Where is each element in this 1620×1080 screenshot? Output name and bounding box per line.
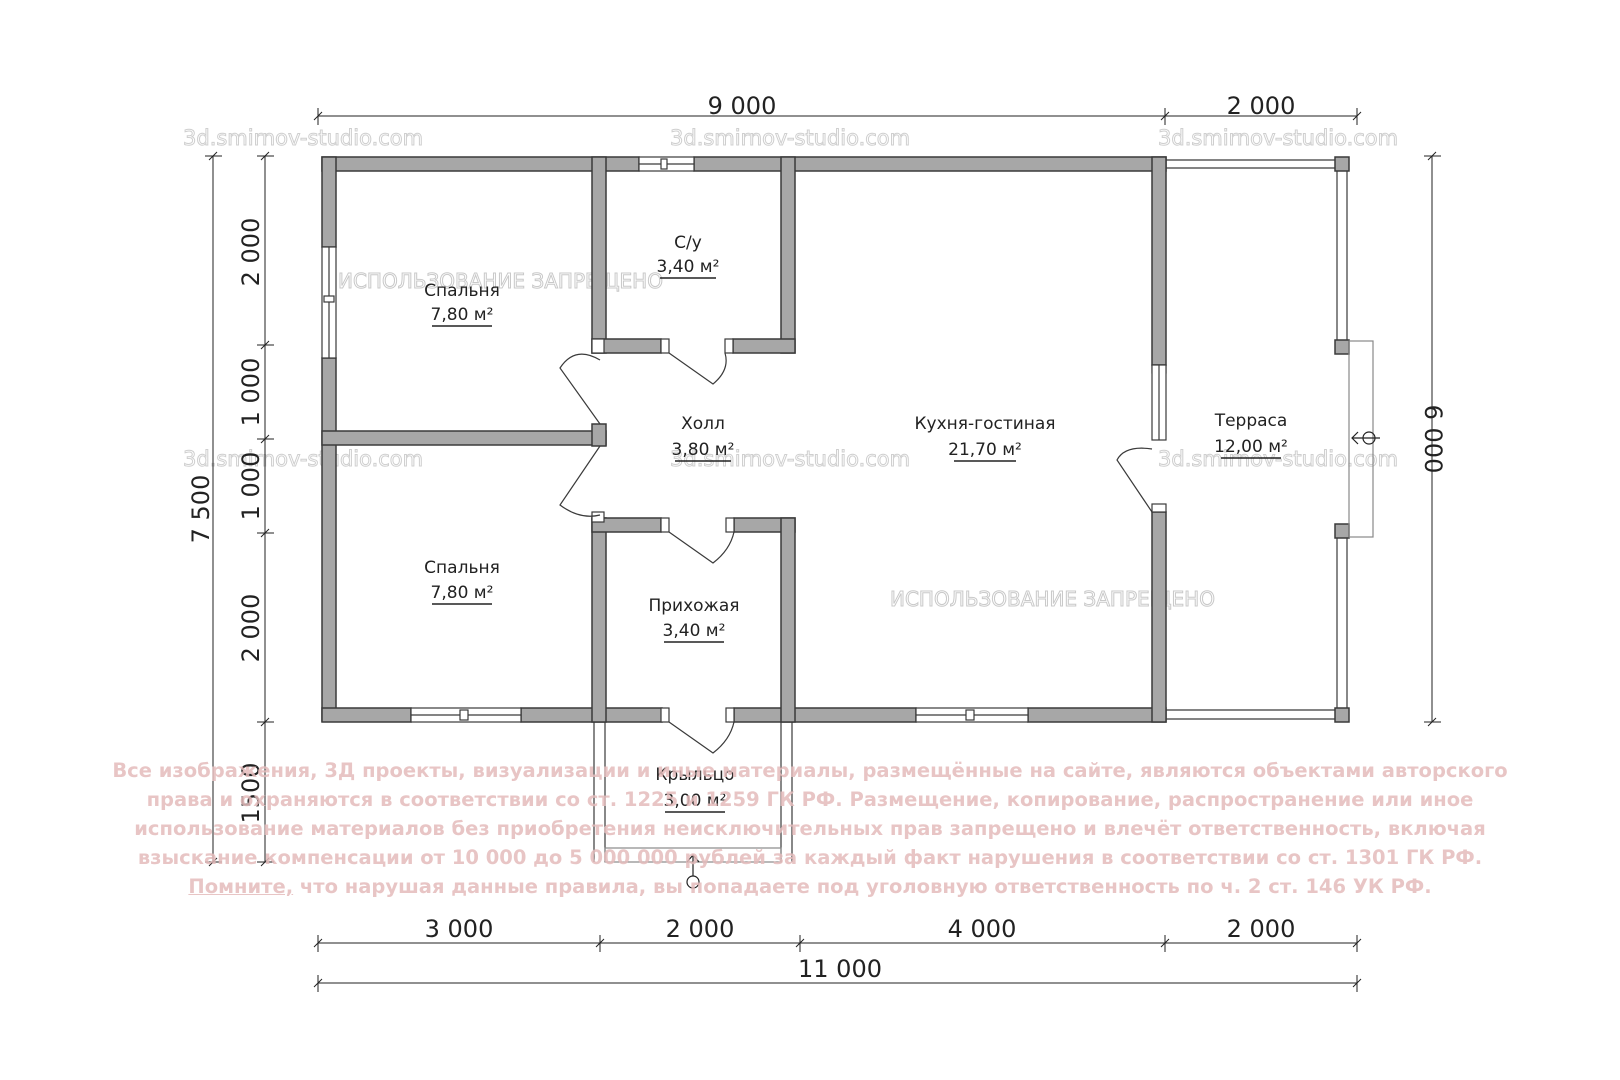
- room-name: Терраса: [1214, 411, 1288, 431]
- site-watermark: 3d.smirnov-studio.com: [670, 126, 910, 150]
- copyright-line: Все изображения, 3Д проекты, визуализаци…: [112, 759, 1508, 782]
- dimension-label: 11 000: [798, 955, 882, 983]
- doors: [559, 352, 1153, 754]
- dimension-label: 2 000: [237, 218, 265, 287]
- dimension-label: 9 000: [708, 92, 777, 120]
- room-name: Холл: [681, 414, 725, 434]
- copyright-line: права и охраняются в соответствии со ст.…: [146, 788, 1474, 811]
- dimension-label: 1500: [237, 762, 265, 823]
- dimension-label: 2 000: [1227, 92, 1296, 120]
- room-area: 12,00 м²: [1214, 437, 1288, 457]
- room-area: 3,80 м²: [672, 440, 735, 460]
- room-area: 21,70 м²: [948, 440, 1022, 460]
- terrace-outline: [593, 159, 1380, 889]
- terrace-post: [1334, 707, 1350, 723]
- room-bathroom: С/у 3,40 м²: [657, 233, 720, 279]
- terrace-post: [1334, 156, 1350, 172]
- wall-bathroom-right: [780, 156, 796, 354]
- room-terrace: Терраса 12,00 м²: [1214, 411, 1288, 459]
- wall-bedroom-divider: [321, 430, 607, 446]
- wall-outer-left: [321, 357, 337, 722]
- wall-outer-left: [321, 156, 337, 248]
- wall-bathroom-left: [591, 156, 607, 354]
- wall-outer-bottom: [1027, 707, 1167, 723]
- room-hall: Холл 3,80 м²: [672, 414, 735, 462]
- room-name: Кухня-гостиная: [914, 414, 1055, 434]
- room-area: 3,40 м²: [657, 257, 720, 277]
- room-bedroom-bottom: Спальня 7,80 м²: [424, 558, 500, 605]
- copyright-line: Помните, что нарушая данные правила, вы …: [100, 872, 1520, 901]
- wall-outer-bottom: [733, 707, 917, 723]
- room-porch: Крыльцо 3,00 м²: [655, 765, 735, 813]
- room-area: 7,80 м²: [431, 583, 494, 603]
- wall-outer-bottom: [321, 707, 412, 723]
- room-entry: Прихожая 3,40 м²: [648, 596, 740, 643]
- dimension-labels: 9 000 2 000 7 500 2 000 1 000 1 000 2 00…: [187, 92, 1447, 983]
- dimension-label: 3 000: [425, 915, 494, 943]
- wall-terrace: [1151, 156, 1167, 366]
- room-area: 3,00 м²: [664, 791, 727, 811]
- copyright-line-rest: что нарушая данные правила, вы попадаете…: [293, 875, 1432, 898]
- site-watermark: 3d.smirnov-studio.com: [670, 447, 910, 471]
- door-jambs: [591, 338, 1167, 723]
- forbidden-watermark: ИСПОЛЬЗОВАНИЕ ЗАПРЕЩЕНО: [338, 269, 663, 293]
- wall-terrace: [1151, 511, 1167, 723]
- copyright-line: взыскание компенсации от 10 000 до 5 000…: [137, 846, 1483, 869]
- dimension-label: 1 000: [237, 358, 265, 427]
- wall-entry-left: [591, 517, 607, 723]
- site-watermarks: 3d.smirnov-studio.com 3d.smirnov-studio.…: [183, 126, 1399, 612]
- dimension-label: 4 000: [948, 915, 1017, 943]
- dimension-lines: [205, 108, 1441, 992]
- room-labels: Спальня 7,80 м² С/у 3,40 м² Холл 3,80 м²…: [424, 233, 1288, 813]
- dimension-label: 7 500: [187, 475, 215, 544]
- dimension-label: 2 000: [237, 594, 265, 663]
- room-area: 7,80 м²: [431, 305, 494, 325]
- room-bedroom-top: Спальня 7,80 м²: [424, 281, 500, 327]
- wall-stub: [591, 423, 607, 447]
- terrace-post: [1334, 339, 1350, 355]
- site-watermark: 3d.smirnov-studio.com: [1158, 447, 1398, 471]
- copyright-line: использование материалов без приобретени…: [134, 817, 1486, 840]
- dimension-label: 1 000: [237, 452, 265, 521]
- copyright-remember: Помните,: [188, 875, 294, 898]
- room-name: Крыльцо: [655, 765, 734, 785]
- windows: [321, 156, 1167, 723]
- dimension-label: 6 000: [1419, 405, 1447, 474]
- room-name: Спальня: [424, 558, 500, 578]
- room-name: С/у: [674, 233, 702, 253]
- room-name: Прихожая: [648, 596, 739, 616]
- walls: [321, 156, 1350, 723]
- site-watermark: 3d.smirnov-studio.com: [1158, 126, 1398, 150]
- site-watermark: 3d.smirnov-studio.com: [183, 447, 423, 471]
- room-name: Спальня: [424, 281, 500, 301]
- dimension-label: 2 000: [1227, 915, 1296, 943]
- site-watermark: 3d.smirnov-studio.com: [183, 126, 423, 150]
- dimension-label: 2 000: [666, 915, 735, 943]
- wall-bathroom-bottom: [732, 338, 796, 354]
- copyright-notice: Все изображения, 3Д проекты, визуализаци…: [100, 756, 1520, 901]
- room-area: 3,40 м²: [663, 621, 726, 641]
- room-kitchen-living: Кухня-гостиная 21,70 м²: [914, 414, 1056, 462]
- terrace-post: [1334, 523, 1350, 539]
- wall-outer-top: [693, 156, 1167, 172]
- wall-entry-right: [780, 517, 796, 723]
